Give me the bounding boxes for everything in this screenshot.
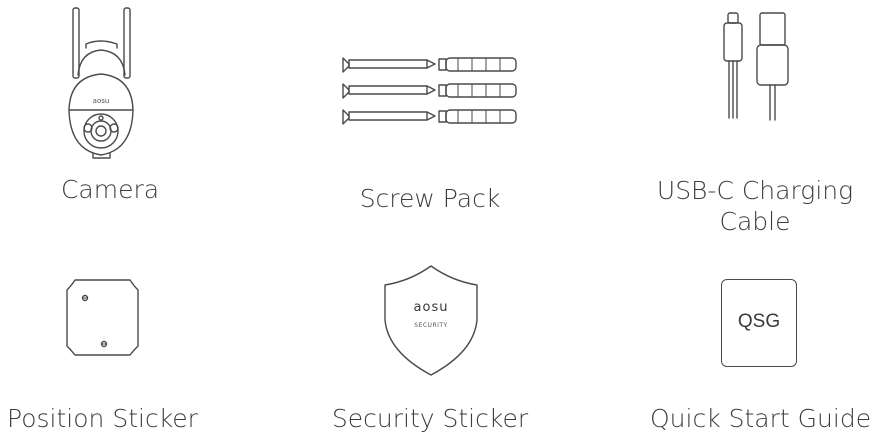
security-sticker-caption: SECURITY — [414, 322, 448, 329]
camera-logo: aosu — [92, 97, 110, 105]
position-sticker-label: Position Sticker — [7, 404, 198, 433]
camera-label: Camera — [60, 175, 160, 204]
qsg-label: Quick Start Guide — [650, 404, 872, 433]
security-sticker-label: Security Sticker — [331, 404, 529, 433]
screw-pack-label: Screw Pack — [359, 184, 501, 213]
qsg-booklet — [721, 279, 797, 367]
security-sticker-brand: aosu — [413, 300, 449, 315]
usb-cable-label: USB-C Charging Cable — [656, 176, 854, 236]
qsg-text: QSG — [737, 311, 781, 332]
